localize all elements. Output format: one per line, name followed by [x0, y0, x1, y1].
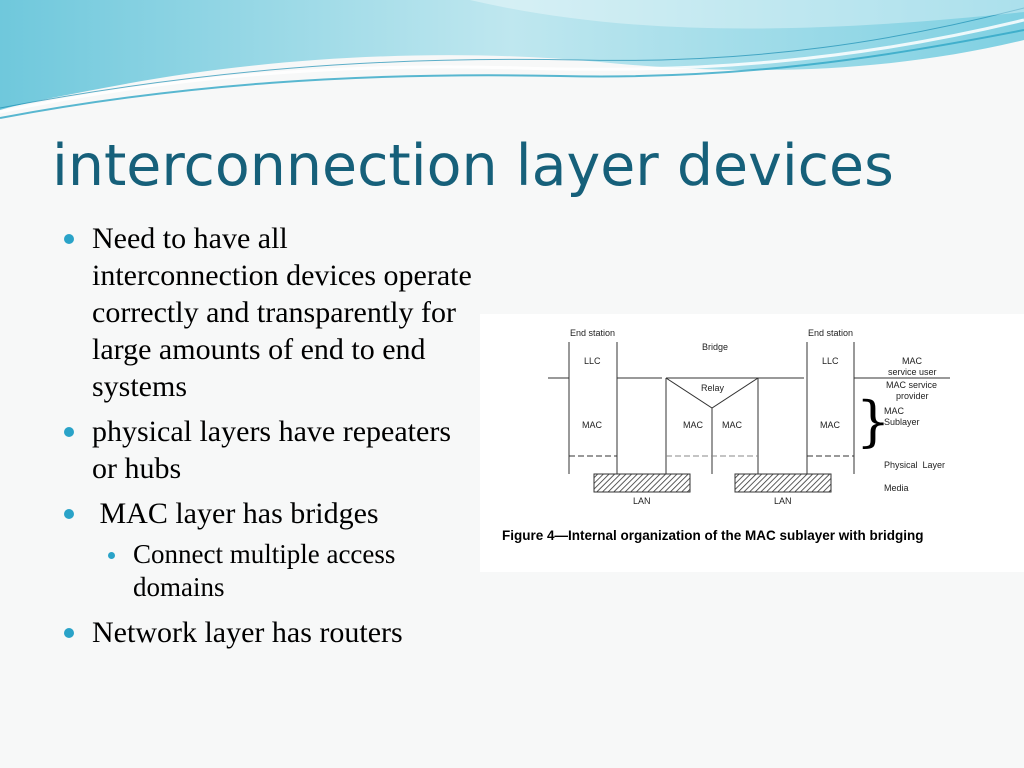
mac-right-label: MAC [820, 420, 841, 430]
bullet-text: physical layers have repeaters or hubs [92, 415, 451, 485]
lan-left-media [593, 473, 691, 493]
mac-bridge-left-label: MAC [683, 420, 704, 430]
mac-bridge-right-label: MAC [722, 420, 743, 430]
bullet-item: physical layers have repeaters or hubs [62, 413, 472, 487]
sub-bullet-dot-icon [108, 552, 115, 559]
bullet-list: Need to have all interconnection devices… [62, 220, 472, 659]
lan-right-media [734, 473, 832, 493]
curly-brace-icon: } [856, 390, 890, 453]
bullet-dot-icon [64, 628, 74, 638]
legend-mac-service-user-line1: MAC [902, 356, 923, 366]
legend-mac-sublayer-line2: Sublayer [884, 417, 920, 427]
bridging-diagram-figure: End station Bridge End station LLC MAC R… [480, 314, 1024, 572]
bridge-label: Bridge [702, 342, 728, 352]
slide-title: interconnection layer devices [52, 133, 894, 199]
bullet-dot-icon [64, 509, 74, 519]
end-station-right: LLC MAC [806, 342, 950, 474]
bullet-item: Need to have all interconnection devices… [62, 220, 472, 405]
legend-mac-sublayer-line1: MAC [884, 406, 905, 416]
bridging-diagram: End station Bridge End station LLC MAC R… [502, 328, 950, 543]
bullet-item: MAC layer has bridges [62, 495, 472, 532]
bullet-dot-icon [64, 234, 74, 244]
bullet-text: Network layer has routers [92, 616, 403, 649]
end-station-right-label: End station [808, 328, 853, 338]
llc-left-label: LLC [584, 356, 601, 366]
sub-bullet-text: Connect multiple access domains [133, 539, 396, 602]
bullet-item: Network layer has routers [62, 614, 472, 651]
lan-right-label: LAN [774, 496, 792, 506]
mac-left-label: MAC [582, 420, 603, 430]
header-wave-decoration [0, 0, 1024, 119]
figure-caption: Figure 4—Internal organization of the MA… [502, 528, 924, 543]
legend-mac-service-provider-line2: provider [896, 391, 929, 401]
relay-label: Relay [701, 383, 725, 393]
legend-media: Media [884, 483, 909, 493]
lan-left-label: LAN [633, 496, 651, 506]
bridge-device: Relay MAC MAC [665, 377, 804, 474]
end-station-left: LLC MAC [548, 342, 662, 474]
llc-right-label: LLC [822, 356, 839, 366]
bullet-dot-icon [64, 427, 74, 437]
legend-mac-service-user-line2: service user [888, 367, 937, 377]
end-station-left-label: End station [570, 328, 615, 338]
bullet-text: Need to have all interconnection devices… [92, 222, 472, 403]
sub-bullet-item: Connect multiple access domains [104, 538, 472, 604]
legend-mac-service-provider-line1: MAC service [886, 380, 937, 390]
bullet-text: MAC layer has bridges [92, 497, 379, 530]
legend-physical-layer: Physical Layer [884, 460, 945, 470]
